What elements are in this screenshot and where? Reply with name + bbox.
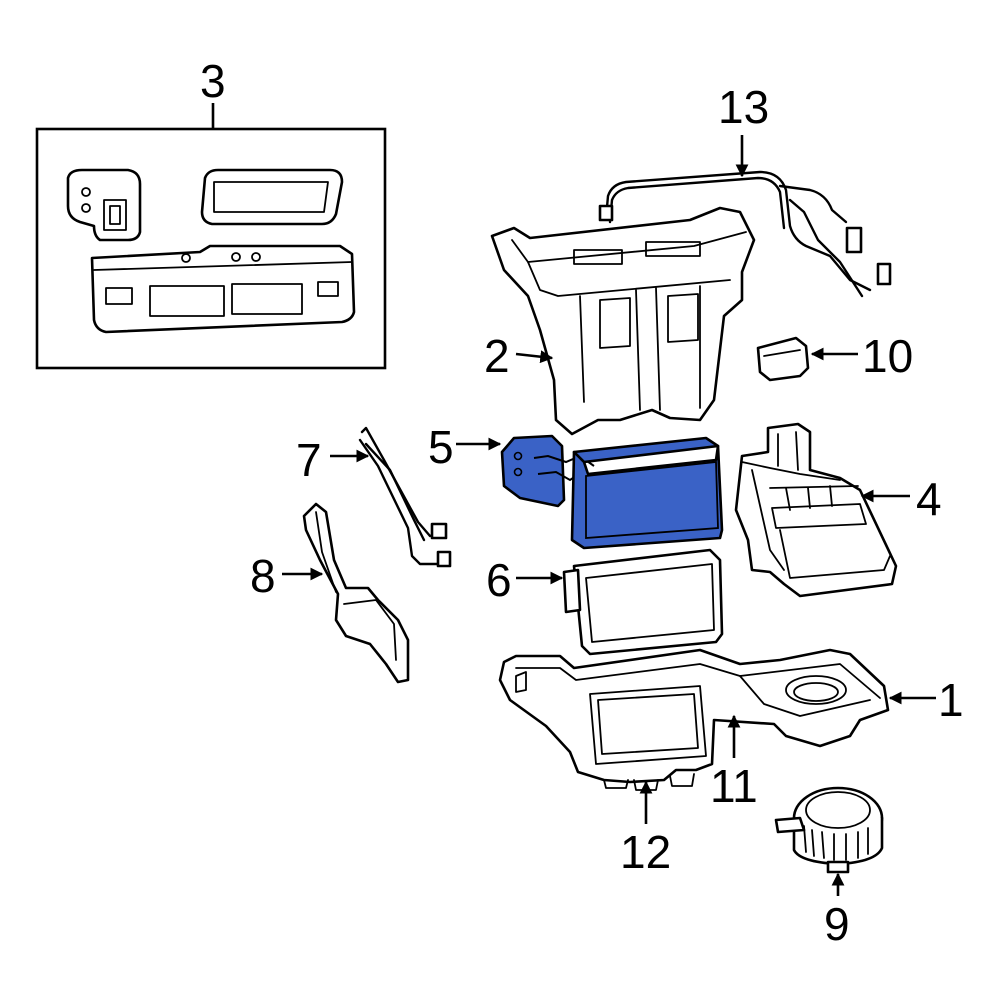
part-1-lower-housing[interactable]: 1	[498, 648, 964, 791]
callout-10: 10	[862, 330, 913, 382]
callout-11-group: 11	[710, 714, 758, 812]
callout-12-group: 12	[620, 780, 671, 878]
part-6-filter[interactable]: 6	[486, 548, 724, 656]
callout-4: 4	[916, 473, 942, 525]
callout-13: 13	[718, 81, 769, 133]
callout-1: 1	[938, 674, 964, 726]
callout-7: 7	[296, 434, 322, 486]
evaporator-manifold	[500, 434, 566, 508]
callout-11: 11	[710, 760, 758, 812]
evaporator-core	[570, 444, 724, 550]
part-2-upper-housing[interactable]: 2	[484, 206, 756, 436]
part-8-duct[interactable]: 8	[250, 502, 410, 684]
part-7-tube-bracket[interactable]: 7	[296, 426, 452, 568]
part-10-sensor[interactable]: 10	[756, 330, 913, 382]
callout-3: 3	[200, 55, 226, 107]
callout-6: 6	[486, 554, 512, 606]
part-4-blower-case[interactable]: 4	[734, 422, 942, 598]
callout-2: 2	[484, 330, 510, 382]
callout-8: 8	[250, 550, 276, 602]
evaporator-top	[572, 436, 720, 464]
callout-9: 9	[824, 898, 850, 950]
part-9-blower-motor[interactable]: 9	[774, 786, 884, 950]
part-13-wiring-harness[interactable]: 13	[598, 81, 892, 298]
callout-5: 5	[428, 421, 454, 473]
part-5-evaporator-core[interactable]: 5	[428, 421, 724, 550]
callout-12: 12	[620, 826, 671, 878]
part-3-control-kit[interactable]: 3	[35, 55, 387, 370]
